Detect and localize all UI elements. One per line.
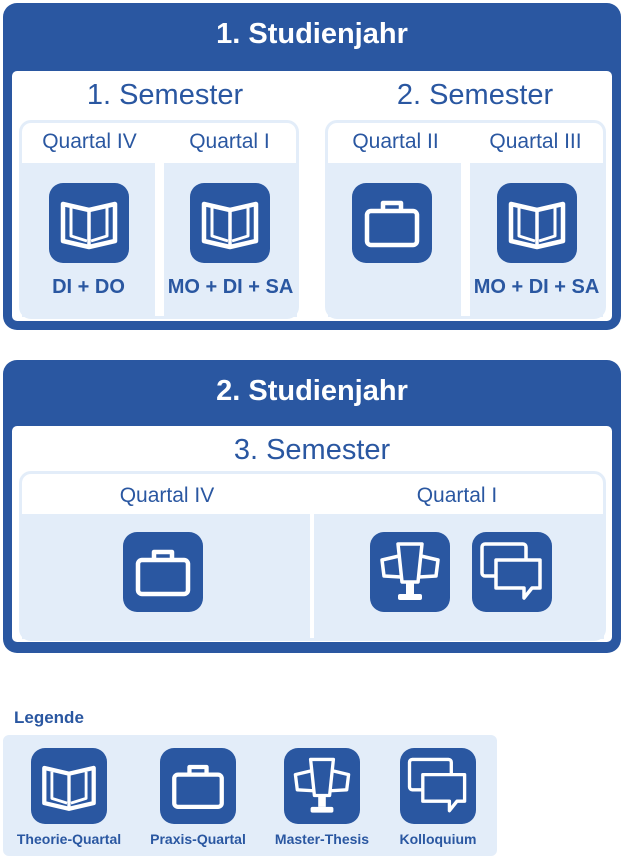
days-label: MO + DI + SA bbox=[473, 276, 600, 298]
book-icon bbox=[190, 183, 270, 263]
year-title: 1. Studienjahr bbox=[216, 18, 408, 50]
quarter-label: Quartal III bbox=[489, 130, 582, 153]
quarter-cell: DI + DO bbox=[22, 163, 155, 317]
legend-item-label: Kolloquium bbox=[399, 831, 477, 847]
days-label: MO + DI + SA bbox=[167, 276, 294, 298]
legend-item-label: Master-Thesis bbox=[274, 831, 370, 847]
book-icon bbox=[49, 183, 129, 263]
year-title: 2. Studienjahr bbox=[216, 375, 408, 407]
legend-title: Legende bbox=[14, 708, 84, 727]
briefcase-icon bbox=[352, 183, 432, 263]
trophy-icon bbox=[370, 532, 450, 612]
legend: Theorie-Quartal Praxis-Quartal Master-Th… bbox=[3, 735, 497, 856]
year-content: 1. Semester Quartal IV DI + DO Quartal I… bbox=[12, 71, 612, 321]
legend-item-label: Praxis-Quartal bbox=[150, 831, 246, 847]
year-card: 2. Studienjahr 3. Semester Quartal IV Qu… bbox=[3, 360, 621, 653]
chat-icon bbox=[472, 532, 552, 612]
briefcase-icon bbox=[123, 532, 203, 612]
trophy-icon bbox=[284, 748, 360, 824]
legend-item-label: Theorie-Quartal bbox=[16, 831, 122, 847]
days-label: DI + DO bbox=[52, 276, 125, 298]
quarter-cell: MO + DI + SA bbox=[470, 163, 603, 317]
book-icon bbox=[31, 748, 107, 824]
quarter-label: Quartal I bbox=[416, 484, 498, 507]
semester-title: 3. Semester bbox=[233, 434, 391, 466]
quarter-cell bbox=[328, 163, 461, 317]
year-card: 1. Studienjahr 1. Semester Quartal IV DI… bbox=[3, 3, 621, 330]
semester-title: 2. Semester bbox=[396, 79, 554, 111]
quarter-label: Quartal II bbox=[352, 130, 439, 153]
quarter-label: Quartal I bbox=[189, 130, 270, 153]
chat-icon bbox=[400, 748, 476, 824]
briefcase-icon bbox=[160, 748, 236, 824]
book-icon bbox=[497, 183, 577, 263]
quarter-cell: MO + DI + SA bbox=[164, 163, 297, 317]
quarter-cell bbox=[22, 514, 310, 639]
quarter-cell bbox=[314, 514, 604, 639]
quarter-label: Quartal IV bbox=[119, 484, 215, 507]
semester-title: 1. Semester bbox=[86, 79, 244, 111]
year-content: 3. Semester Quartal IV Quartal I bbox=[12, 426, 612, 642]
quarter-label: Quartal IV bbox=[42, 130, 137, 153]
